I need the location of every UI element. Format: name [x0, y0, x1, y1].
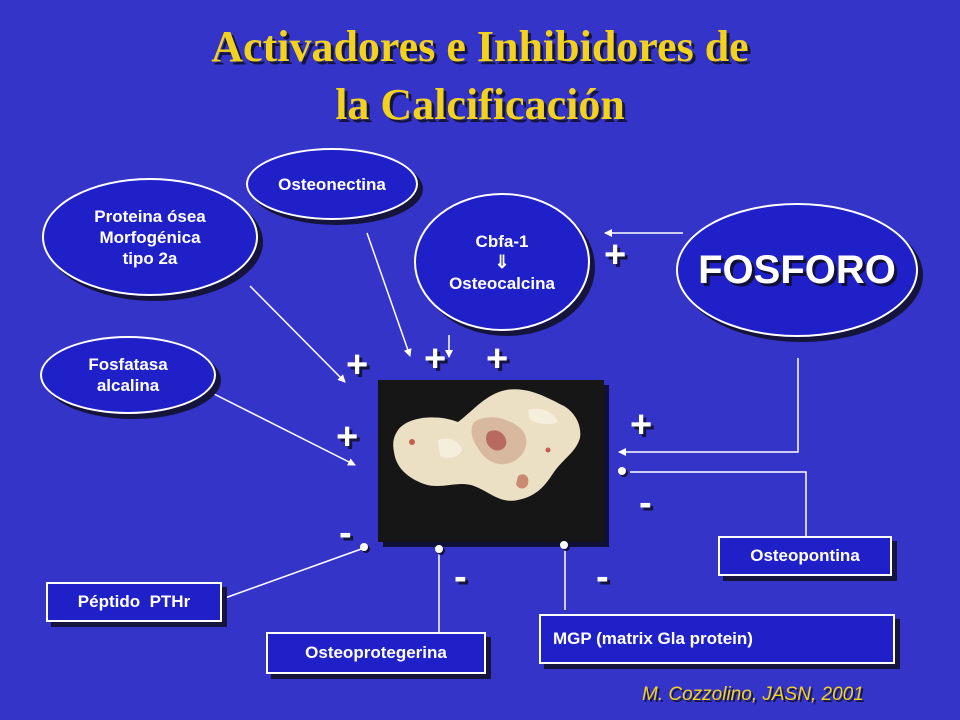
plus-sign-osteonectina: +: [424, 338, 447, 380]
inhibitor-dot-mgp: [560, 541, 568, 549]
node-fosforo: FOSFORO: [676, 203, 918, 337]
arrow-bmp: [249, 285, 346, 383]
node-bmp-line-1: Proteina ósea: [94, 206, 206, 226]
arrow-fosfatasa: [211, 392, 356, 466]
node-osteoprotegerina: Osteoprotegerina: [266, 632, 486, 674]
plus-sign-cbfa: +: [486, 338, 509, 380]
line-osteopontina: [630, 471, 807, 536]
node-osteoprotegerina-label: Osteoprotegerina: [305, 643, 447, 662]
line-pthr: [224, 547, 365, 599]
minus-sign-pthr: -: [339, 512, 352, 554]
node-bmp-line-3: tipo 2a: [122, 248, 178, 268]
node-pthr-label: Péptido PTHr: [77, 592, 191, 611]
minus-sign-osteopontina: -: [639, 482, 652, 524]
node-osteonectina: Osteonectina: [246, 148, 418, 220]
minus-sign-mgp: -: [596, 556, 609, 598]
citation: M. Cozzolino, JASN, 2001: [642, 684, 864, 705]
node-cbfa-line-3: Osteocalcina: [449, 273, 555, 293]
node-bmp: Proteina ósea Morfogénica tipo 2a: [42, 178, 258, 296]
plus-sign-bmp: +: [346, 344, 369, 386]
plus-sign-fosforo-cbfa: +: [604, 234, 627, 276]
minus-sign-osteoprotegerina: -: [454, 556, 467, 598]
calcified-tissue-photo: [378, 380, 604, 542]
node-fosfatasa-line-2: alcalina: [96, 376, 160, 395]
node-osteonectina-label: Osteonectina: [278, 174, 386, 194]
node-osteopontina: Osteopontina: [718, 536, 892, 576]
slide-title-line-2: la Calcificación: [335, 80, 625, 129]
node-fosfatasa-line-1: Fosfatasa: [88, 355, 168, 374]
node-cbfa-line-1: Cbfa-1: [475, 231, 529, 251]
plus-sign-fosforo: +: [630, 404, 653, 446]
node-osteopontina-label: Osteopontina: [750, 546, 860, 565]
slide-title-line-1: Activadores e Inhibidores de: [211, 22, 749, 71]
inhibitor-dot-osteopontina: [618, 467, 626, 475]
node-pthr: Péptido PTHr: [46, 582, 222, 622]
inhibitor-dot-pthr: [360, 543, 368, 551]
tissue-image: [393, 389, 581, 501]
plus-sign-fosfatasa: +: [336, 416, 359, 458]
node-fosfatasa: Fosfatasa alcalina: [40, 336, 216, 414]
node-mgp: MGP (matrix Gla protein): [539, 614, 895, 664]
node-cbfa-osteocalcina: Cbfa-1 ⇓ Osteocalcina: [414, 193, 590, 331]
node-mgp-label: MGP (matrix Gla protein): [553, 629, 753, 648]
down-arrow-icon: ⇓: [494, 251, 510, 272]
arrow-osteonectina: [366, 232, 412, 357]
arrow-fosforo-tissue: [618, 358, 799, 456]
inhibitor-dot-osteoprotegerina: [435, 545, 443, 553]
node-fosforo-label: FOSFORO: [698, 248, 896, 292]
node-bmp-line-2: Morfogénica: [99, 227, 201, 247]
